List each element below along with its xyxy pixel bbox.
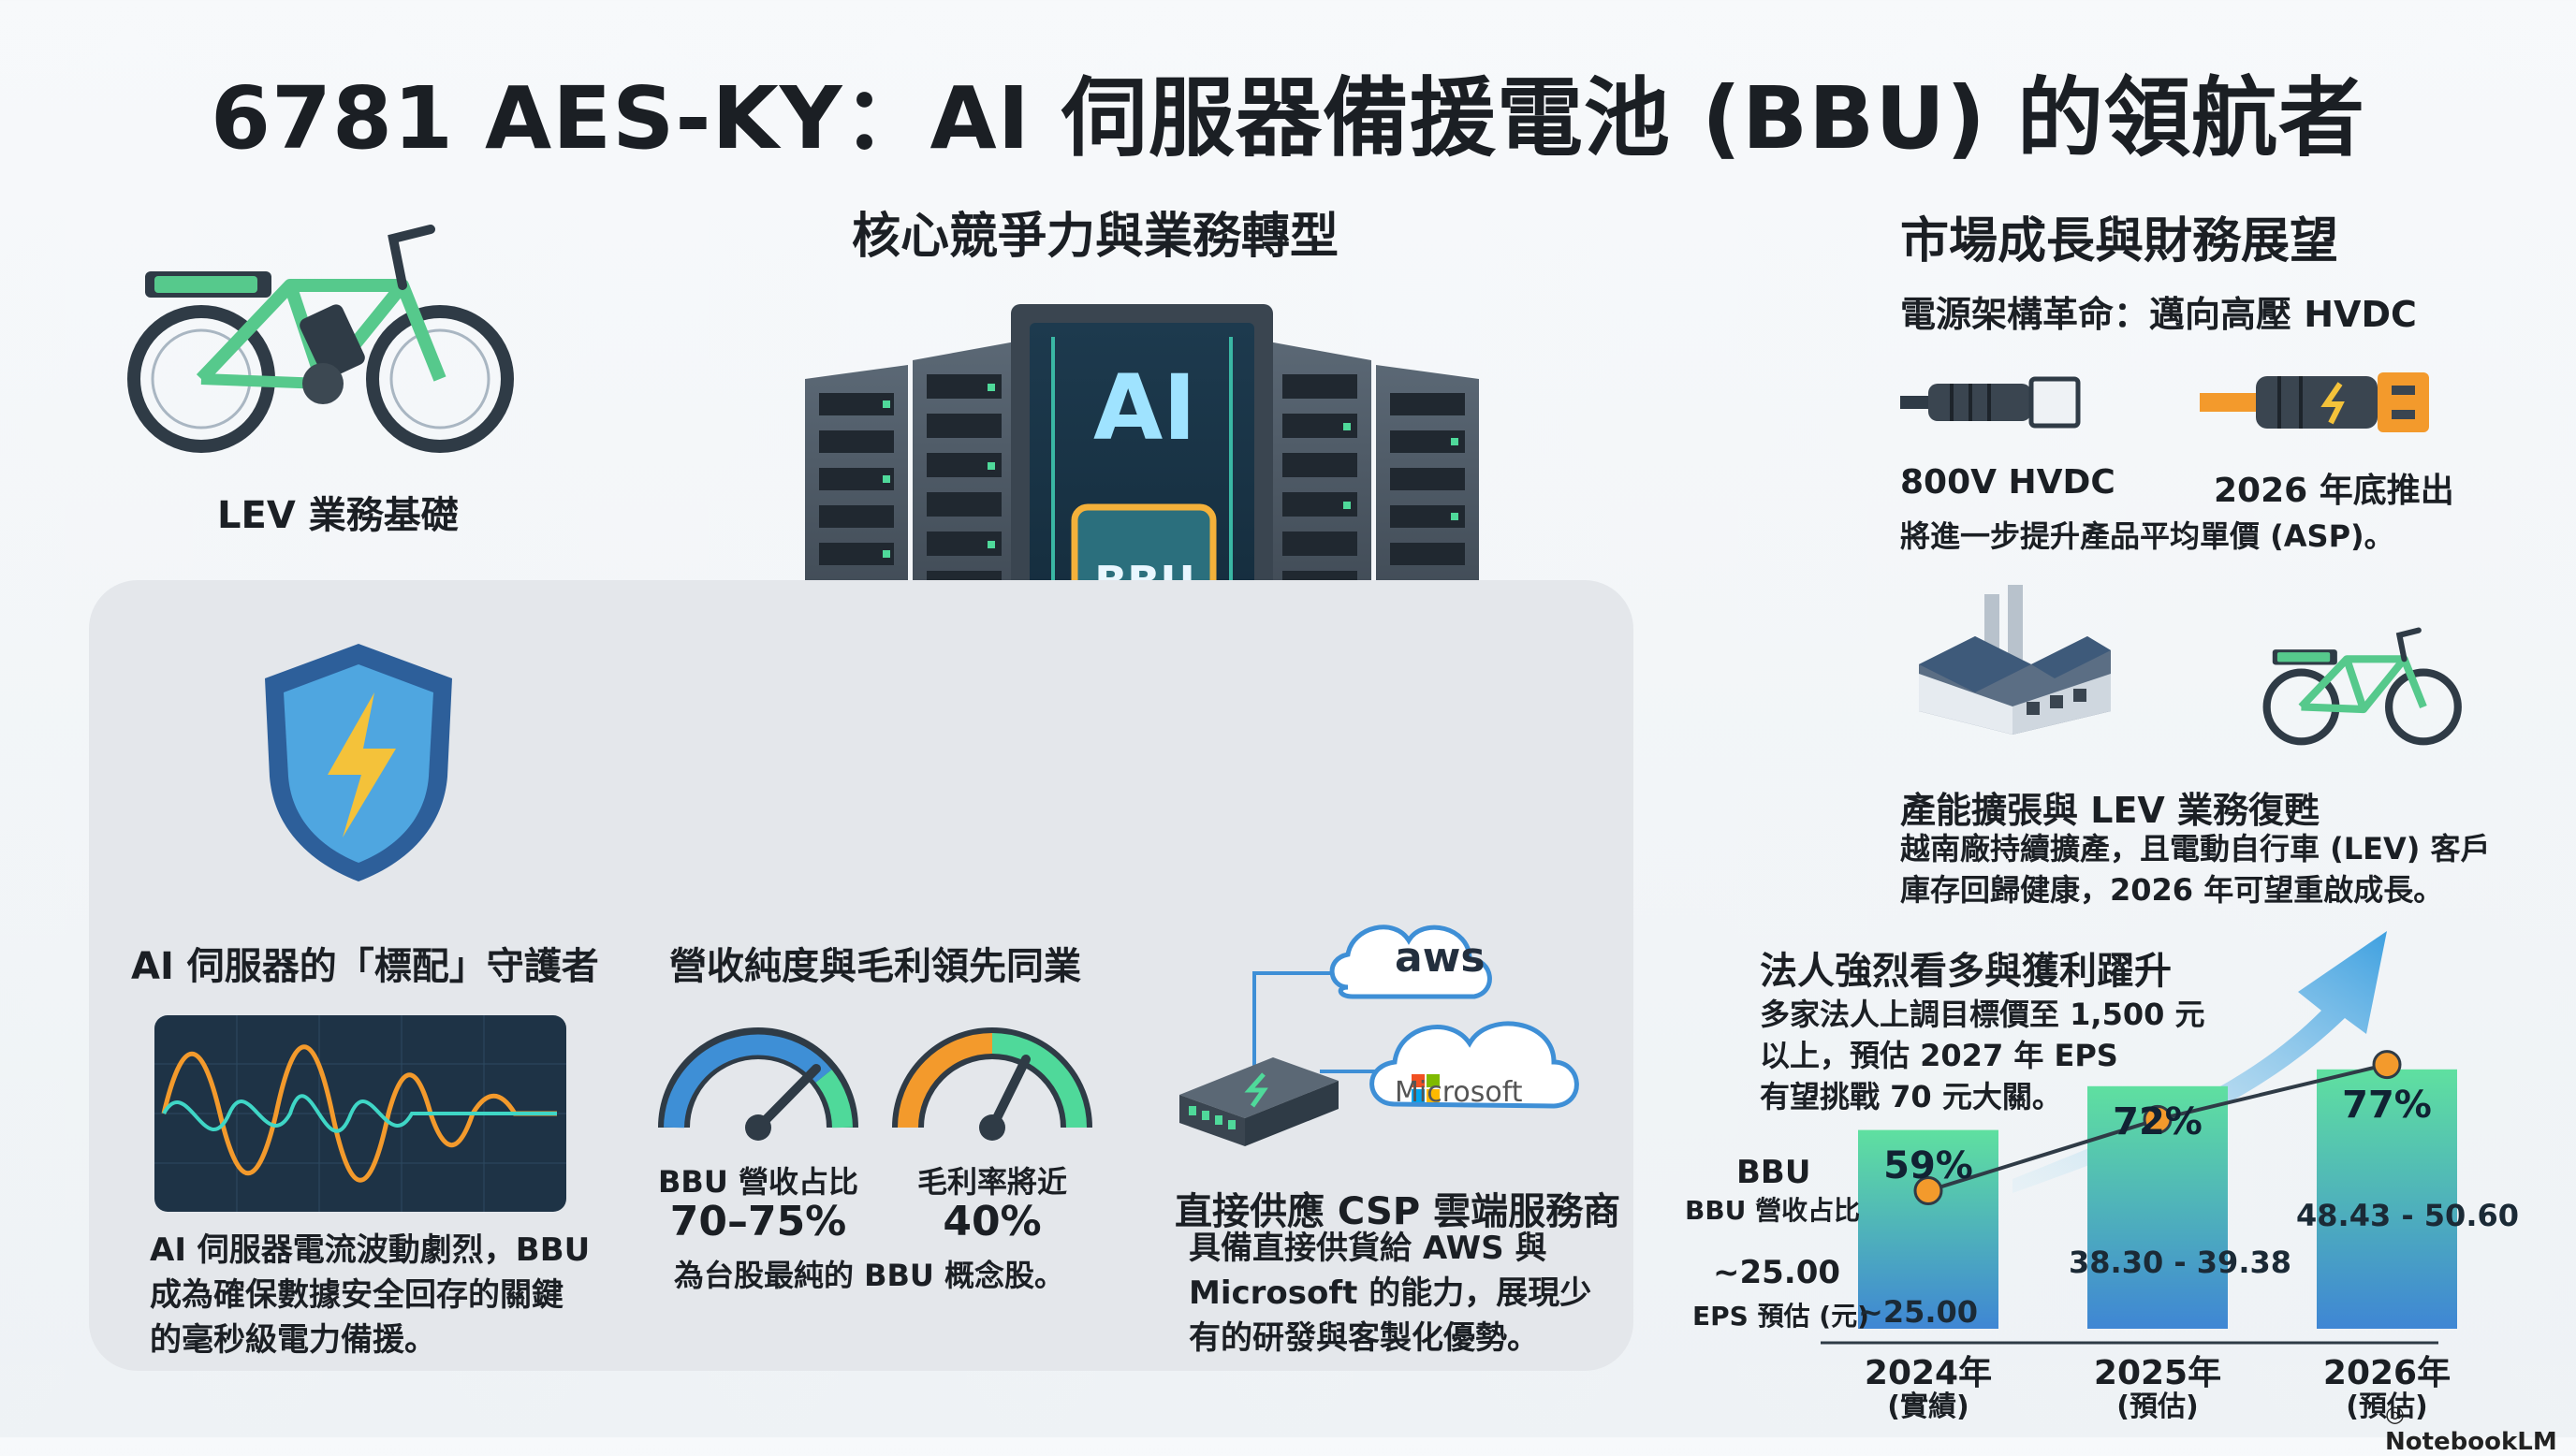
bar-label-2024: 59% <box>1883 1143 1973 1187</box>
hvdc-next-gen-plug-icon <box>2200 372 2429 432</box>
microsoft-label: Microsoft <box>1395 1076 1523 1109</box>
analyst-heading: 法人強烈看多與獲利躍升 <box>1760 950 2172 993</box>
legend-bbu-title: BBU <box>1736 1154 1811 1191</box>
legend-bbu-sub: BBU 營收占比 <box>1685 1195 1861 1226</box>
category-note-2026: (預估) <box>2346 1390 2428 1423</box>
aws-cloud-icon <box>1329 925 1492 999</box>
analyst-body: 多家法人上調目標價至 1,500 元 以上，預估 2027 年 EPS 有望挑戰… <box>1760 997 2205 1114</box>
microsoft-logo-icon <box>1412 1074 1440 1102</box>
csp-body: 具備直接供貨給 AWS 與 Microsoft 的能力，展現少 有的研發與客製化… <box>1189 1230 1592 1357</box>
csp-heading: 直接供應 CSP 雲端服務商 <box>1175 1190 1621 1233</box>
small-electric-bike-icon <box>2262 627 2462 746</box>
legend-eps-value: ~25.00 <box>1713 1254 1841 1291</box>
bar-label-2025: 72% <box>2113 1099 2203 1143</box>
eps-point-2026 <box>2372 1050 2402 1080</box>
notebooklm-logo-icon: ◎ <box>2385 1401 2405 1427</box>
bar-label-2026: 77% <box>2342 1083 2432 1127</box>
bbu-bar-2024 <box>1858 1129 1998 1329</box>
category-note-2025: (預估) <box>2116 1390 2199 1423</box>
gauge1-label: BBU 營收占比 <box>658 1164 858 1200</box>
category-2024: 2024年 <box>1864 1354 1993 1392</box>
csp-cloud-diagram <box>1179 925 1579 1146</box>
margin-gauge-icon <box>892 1027 1092 1141</box>
factory-icon <box>1919 585 2111 735</box>
eps-label-2026: 48.43 - 50.60 <box>2296 1198 2519 1233</box>
watermark: ◎ NotebookLM <box>2385 1401 2557 1456</box>
capacity-heading: 產能擴張與 LEV 業務復甦 <box>1900 790 2320 831</box>
growth-arrow-icon <box>2012 931 2387 1193</box>
current-waveform-graphic <box>154 1015 566 1212</box>
guardian-body: AI 伺服器電流波動劇烈，BBU 成為確保數據安全回存的關鍵 的毫秒級電力備援。 <box>150 1231 591 1359</box>
hvdc-left-label: 800V HVDC <box>1900 463 2115 502</box>
server-ai-label: AI <box>1092 356 1196 460</box>
eps-point-2024 <box>1913 1176 1943 1205</box>
core-heading: 核心競爭力與業務轉型 <box>852 209 1339 265</box>
eps-point-2025 <box>2143 1104 2173 1134</box>
hvdc-plug-icon <box>1900 376 2081 429</box>
lev-label: LEV 業務基礎 <box>217 494 459 537</box>
margin-heading: 營收純度與毛利領先同業 <box>669 945 1081 988</box>
guardian-heading: AI 伺服器的「標配」守護者 <box>131 945 599 988</box>
aws-label: aws <box>1395 934 1486 982</box>
category-note-2024: (實績) <box>1887 1390 1969 1423</box>
hvdc-heading: 電源架構革命：邁向高壓 HVDC <box>1900 294 2417 335</box>
capacity-body: 越南廠持續擴產，且電動自行車 (LEV) 客戶 庫存回歸健康，2026 年可望重… <box>1900 831 2491 908</box>
market-heading: 市場成長與財務展望 <box>1900 213 2339 269</box>
gauge2-label: 毛利率將近 <box>916 1164 1067 1200</box>
eps-label-2025: 38.30 - 39.38 <box>2069 1245 2291 1280</box>
shield-lightning-icon <box>265 644 452 881</box>
gauge2-value: 40% <box>943 1198 1042 1245</box>
category-2025: 2025年 <box>2093 1354 2222 1392</box>
category-2026: 2026年 <box>2322 1354 2452 1392</box>
eps-label-2024: ~25.00 <box>1858 1294 1979 1330</box>
page-title: 6781 AES-KY：AI 伺服器備援電池 (BBU) 的領航者 <box>210 68 2366 168</box>
legend-eps-sub: EPS 預估 (元) <box>1692 1301 1869 1332</box>
hvdc-right-label: 2026 年底推出 <box>2214 472 2454 510</box>
revenue-gauge-icon <box>658 1027 858 1141</box>
hvdc-body: 將進一步提升產品平均單價 (ASP)。 <box>1900 518 2394 554</box>
electric-bike-icon <box>127 225 514 453</box>
bbu-bar-2026 <box>2317 1069 2457 1329</box>
margin-body: 為台股最純的 BBU 概念股。 <box>674 1258 1065 1293</box>
gauge1-value: 70–75% <box>669 1198 847 1245</box>
